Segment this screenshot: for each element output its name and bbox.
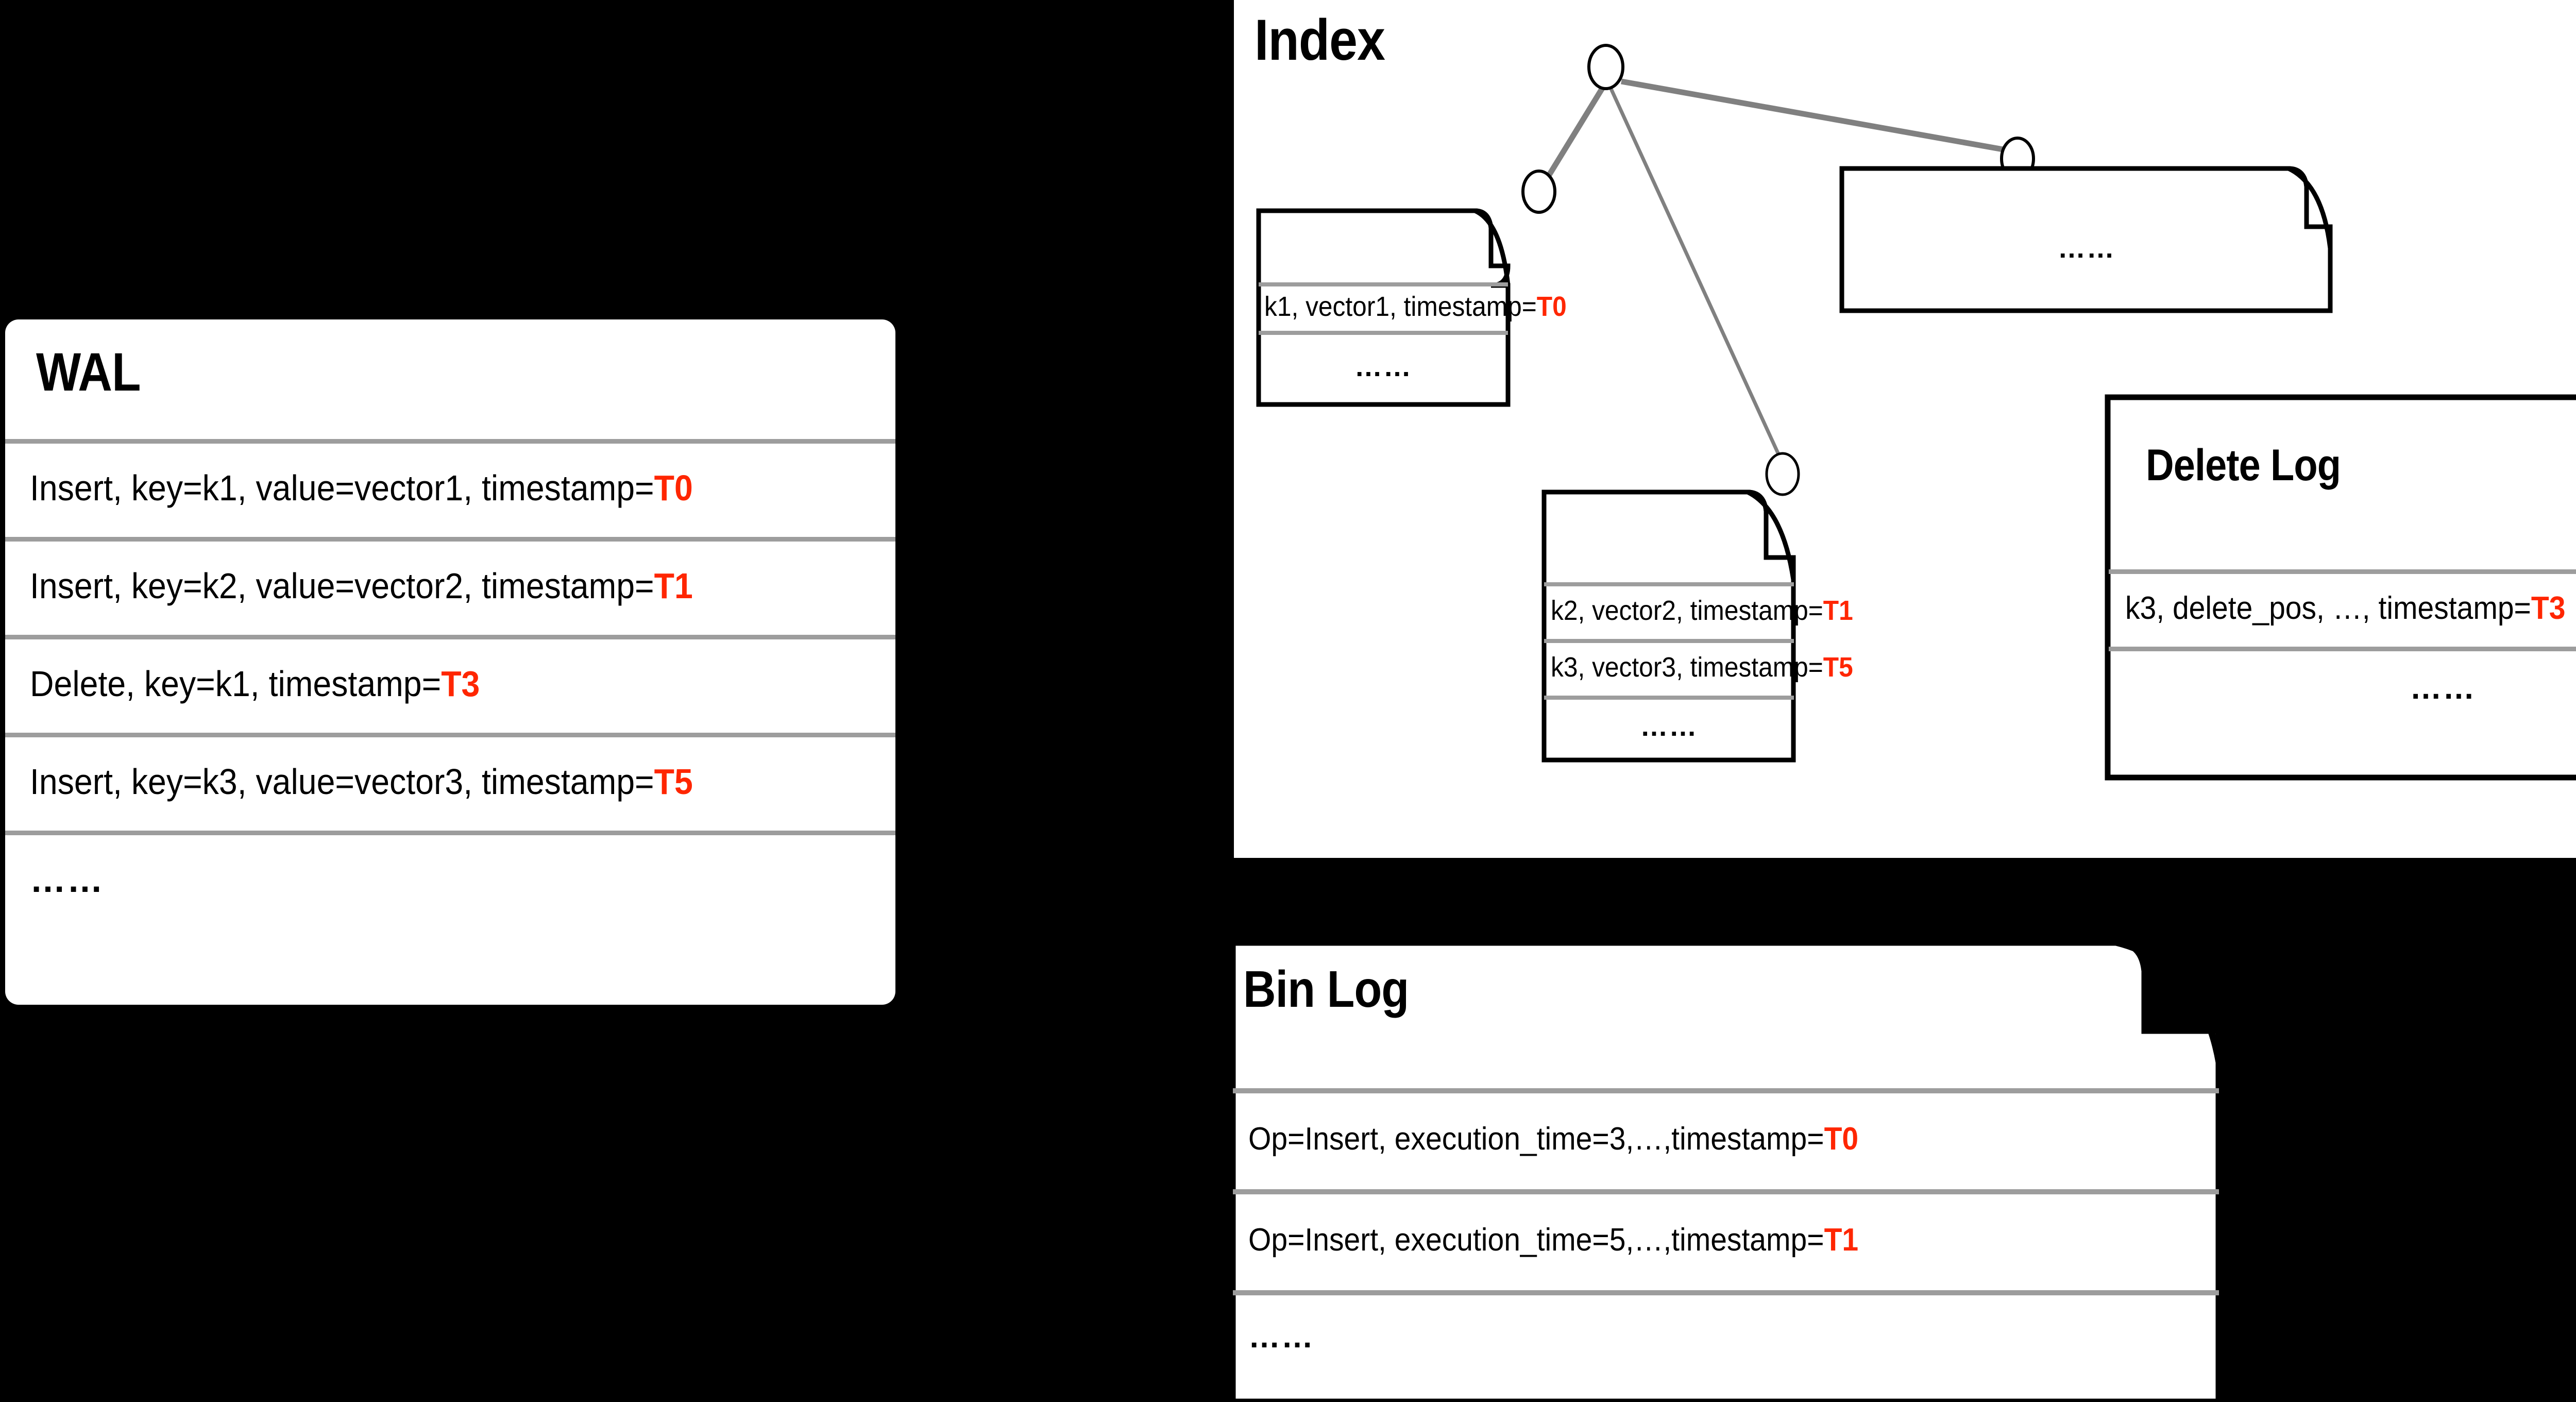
delete-log-ellipsis: …… bbox=[2410, 670, 2476, 706]
index-leaf-k2k3: k2, vector2, timestamp=T1 k3, vector3, t… bbox=[1541, 489, 1853, 763]
tree-edge-root-bottom bbox=[1608, 86, 1782, 459]
tree-node-child-bottom bbox=[1765, 452, 1800, 496]
wal-row-3: Insert, key=k3, value=vector3, timestamp… bbox=[5, 733, 895, 831]
wal-separator bbox=[5, 831, 895, 835]
wal-separator bbox=[5, 733, 895, 737]
delete-log-row-0-timestamp: T3 bbox=[2531, 590, 2566, 626]
bin-log-separator bbox=[1233, 1088, 2219, 1093]
index-leaf-k2k3-row-0-timestamp: T1 bbox=[1823, 595, 1853, 626]
wal-row-2-text: Delete, key=k1, timestamp= bbox=[30, 664, 442, 704]
delete-log-separator bbox=[2109, 569, 2576, 574]
delete-log-card: Delete Log k3, delete_pos, …, timestamp=… bbox=[2105, 394, 2576, 781]
index-leaf-empty-row-more: …… bbox=[1839, 217, 2334, 279]
index-leaf-k1-row-more: …… bbox=[1256, 331, 1511, 403]
leaf-separator bbox=[1259, 282, 1508, 286]
delete-log-row-0-text: k3, delete_pos, …, timestamp= bbox=[2125, 590, 2531, 626]
bin-log-separator bbox=[1233, 1290, 2219, 1295]
index-leaf-empty: …… bbox=[1839, 166, 2334, 313]
document-outline bbox=[1229, 939, 2223, 1402]
tree-edge-root-right bbox=[1621, 78, 2018, 155]
wal-ellipsis: …… bbox=[30, 859, 104, 900]
wal-title: WAL bbox=[36, 342, 141, 402]
leaf-separator bbox=[1259, 331, 1508, 335]
tree-node-root bbox=[1587, 44, 1624, 90]
index-leaf-k2k3-row-1: k3, vector3, timestamp=T5 bbox=[1541, 639, 1853, 696]
bin-log-row-more: …… bbox=[1229, 1290, 2223, 1383]
document-outline bbox=[1839, 166, 2333, 313]
wal-row-1-timestamp: T1 bbox=[654, 566, 693, 606]
wal-row-1: Insert, key=k2, value=vector2, timestamp… bbox=[5, 537, 895, 635]
delete-log-row-0: k3, delete_pos, …, timestamp=T3 bbox=[2105, 569, 2576, 647]
index-leaf-empty-ellipsis: …… bbox=[2058, 233, 2115, 264]
index-title: Index bbox=[1255, 8, 1385, 72]
wal-row-3-timestamp: T5 bbox=[654, 762, 693, 802]
document-outline bbox=[1541, 489, 1796, 763]
index-leaf-k1: k1, vector1, timestamp=T0 …… bbox=[1256, 208, 1567, 407]
wal-row-0: Insert, key=k1, value=vector1, timestamp… bbox=[5, 439, 895, 537]
bin-log-row-0-timestamp: T0 bbox=[1824, 1121, 1859, 1157]
wal-separator bbox=[5, 439, 895, 444]
index-leaf-k1-ellipsis: …… bbox=[1354, 351, 1412, 382]
index-leaf-k2k3-row-more: …… bbox=[1541, 696, 1797, 757]
bin-log-row-1-text: Op=Insert, execution_time=5,…,timestamp= bbox=[1248, 1222, 1824, 1258]
index-leaf-k1-row-0: k1, vector1, timestamp=T0 bbox=[1256, 282, 1567, 331]
wal-panel: WAL Insert, key=k1, value=vector1, times… bbox=[5, 319, 895, 1005]
bin-log-separator bbox=[1233, 1189, 2219, 1194]
index-leaf-k1-row-0-text: k1, vector1, timestamp= bbox=[1264, 291, 1537, 322]
delete-log-row-more: …… bbox=[2105, 647, 2576, 729]
wal-row-2-timestamp: T3 bbox=[441, 664, 480, 704]
index-leaf-k2k3-row-0: k2, vector2, timestamp=T1 bbox=[1541, 582, 1853, 639]
tree-edge-root-left bbox=[1536, 81, 1608, 193]
index-leaf-k2k3-row-1-timestamp: T5 bbox=[1823, 652, 1853, 683]
index-leaf-k1-row-0-timestamp: T0 bbox=[1536, 291, 1567, 322]
bin-log-row-0: Op=Insert, execution_time=3,…,timestamp=… bbox=[1229, 1088, 2223, 1189]
bin-log-ellipsis: …… bbox=[1248, 1319, 1314, 1355]
document-outline bbox=[2105, 394, 2576, 781]
index-leaf-k2k3-row-1-text: k3, vector3, timestamp= bbox=[1551, 652, 1823, 683]
index-panel: Index k1, vect bbox=[1234, 0, 2576, 858]
leaf-separator bbox=[1544, 639, 1794, 643]
bin-log-row-1: Op=Insert, execution_time=5,…,timestamp=… bbox=[1229, 1189, 2223, 1290]
leaf-separator bbox=[1544, 582, 1794, 586]
wal-row-0-text: Insert, key=k1, value=vector1, timestamp… bbox=[30, 468, 654, 508]
wal-row-more: …… bbox=[5, 831, 895, 928]
bin-log-row-1-timestamp: T1 bbox=[1824, 1222, 1859, 1258]
delete-log-title: Delete Log bbox=[2146, 441, 2341, 490]
wal-row-2: Delete, key=k1, timestamp=T3 bbox=[5, 635, 895, 733]
wal-row-0-timestamp: T0 bbox=[654, 468, 693, 508]
bin-log-title: Bin Log bbox=[1243, 960, 1409, 1018]
index-leaf-k2k3-ellipsis: …… bbox=[1640, 711, 1698, 742]
tree-node-child-left bbox=[1521, 170, 1556, 214]
wal-row-1-text: Insert, key=k2, value=vector2, timestamp… bbox=[30, 566, 654, 606]
wal-row-3-text: Insert, key=k3, value=vector3, timestamp… bbox=[30, 762, 654, 802]
index-leaf-k2k3-row-0-text: k2, vector2, timestamp= bbox=[1551, 595, 1823, 626]
delete-log-separator bbox=[2109, 647, 2576, 651]
leaf-separator bbox=[1544, 696, 1794, 700]
wal-separator bbox=[5, 537, 895, 542]
bin-log-card: Bin Log Op=Insert, execution_time=3,…,ti… bbox=[1229, 939, 2223, 1402]
bin-log-row-0-text: Op=Insert, execution_time=3,…,timestamp= bbox=[1248, 1121, 1824, 1157]
wal-separator bbox=[5, 635, 895, 639]
